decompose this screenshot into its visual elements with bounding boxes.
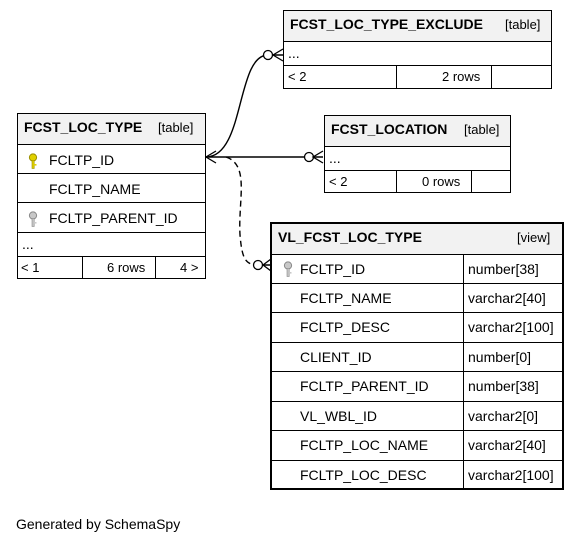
footer-divider	[82, 257, 83, 278]
table-fcst-loc-type[interactable]: FCST_LOC_TYPE [table] FCLTP_ID FCLTP_NAM…	[17, 113, 206, 279]
crowfoot-marker	[311, 150, 324, 164]
relationship-line-view	[225, 156, 271, 266]
table-name: FCST_LOCATION	[331, 121, 448, 137]
table-name: FCST_LOC_TYPE_EXCLUDE	[290, 16, 483, 32]
footer-divider	[396, 66, 397, 88]
column-name: CLIENT_ID	[300, 349, 372, 365]
table-header: FCST_LOCATION [table]	[325, 116, 510, 146]
column-row[interactable]: FCLTP_PARENT_ID	[18, 202, 205, 232]
column-row[interactable]: FCLTP_LOC_DESC varchar2[100]	[272, 460, 562, 488]
page-label[interactable]: < 2	[329, 174, 348, 189]
column-name: FCLTP_LOC_DESC	[300, 467, 427, 483]
relationship-line-exclude	[205, 54, 283, 158]
table-kind: [table]	[505, 17, 541, 32]
column-name: FCLTP_NAME	[300, 290, 392, 306]
table-kind: [table]	[464, 122, 500, 137]
column-name: FCLTP_ID	[49, 152, 115, 168]
page-prev[interactable]: < 1	[21, 260, 40, 275]
footer-divider	[471, 171, 472, 192]
crowfoot-marker	[271, 48, 284, 62]
column-name: FCLTP_PARENT_ID	[300, 378, 429, 394]
view-header: VL_FCST_LOC_TYPE [view]	[272, 224, 562, 254]
column-type: varchar2[40]	[468, 437, 546, 453]
column-row[interactable]: FCLTP_ID number[38]	[272, 254, 562, 283]
foreign-key-icon	[283, 261, 293, 277]
column-divider	[463, 284, 464, 312]
page-label[interactable]: < 2	[288, 69, 307, 84]
column-divider	[463, 402, 464, 430]
more-columns: ...	[18, 232, 205, 256]
column-type: varchar2[100]	[468, 467, 554, 483]
column-divider	[463, 431, 464, 460]
column-type: varchar2[0]	[468, 408, 539, 424]
more-label: ...	[329, 150, 341, 166]
column-divider	[463, 313, 464, 342]
column-name: FCLTP_NAME	[49, 181, 141, 197]
column-name: FCLTP_LOC_NAME	[300, 437, 429, 453]
column-name: FCLTP_ID	[300, 261, 366, 277]
column-divider	[463, 343, 464, 371]
column-row[interactable]: FCLTP_NAME	[18, 173, 205, 202]
row-count: 6 rows	[107, 260, 146, 275]
footer-divider	[396, 171, 397, 192]
row-count: 2 rows	[442, 69, 481, 84]
generator-credit: Generated by SchemaSpy	[16, 516, 181, 532]
table-footer: < 2 2 rows	[284, 65, 551, 88]
column-type: number[0]	[468, 349, 532, 365]
column-name: VL_WBL_ID	[300, 408, 378, 424]
table-footer: < 1 6 rows 4 >	[18, 256, 205, 278]
column-row[interactable]: FCLTP_ID	[18, 144, 205, 173]
table-header: FCST_LOC_TYPE_EXCLUDE [table]	[284, 11, 551, 41]
column-divider	[463, 255, 464, 283]
foreign-key-icon	[28, 211, 38, 227]
more-label: ...	[22, 236, 34, 252]
table-kind: [table]	[158, 120, 194, 135]
column-row[interactable]: FCLTP_DESC varchar2[100]	[272, 312, 562, 342]
view-vl-fcst-loc-type[interactable]: VL_FCST_LOC_TYPE [view] FCLTP_ID number[…	[270, 222, 564, 490]
more-label: ...	[288, 45, 300, 61]
column-type: number[38]	[468, 378, 539, 394]
table-header: FCST_LOC_TYPE [table]	[18, 114, 205, 144]
link-circle	[252, 259, 264, 271]
view-kind: [view]	[517, 230, 551, 245]
crowfoot-marker	[261, 258, 272, 272]
view-name: VL_FCST_LOC_TYPE	[278, 229, 422, 245]
more-columns: ...	[284, 41, 551, 65]
primary-key-icon	[28, 153, 38, 169]
column-type: number[38]	[468, 261, 539, 277]
table-fcst-location[interactable]: FCST_LOCATION [table] ... < 2 0 rows	[324, 115, 511, 193]
column-divider	[463, 461, 464, 488]
column-row[interactable]: FCLTP_LOC_NAME varchar2[40]	[272, 430, 562, 460]
footer-divider	[155, 257, 156, 278]
column-divider	[463, 372, 464, 401]
page-next[interactable]: 4 >	[180, 260, 199, 275]
column-type: varchar2[100]	[468, 319, 554, 335]
column-type: varchar2[40]	[468, 290, 546, 306]
column-row[interactable]: FCLTP_NAME varchar2[40]	[272, 283, 562, 312]
row-count: 0 rows	[422, 174, 461, 189]
footer-divider	[491, 66, 492, 88]
table-name: FCST_LOC_TYPE	[24, 119, 143, 135]
table-fcst-loc-type-exclude[interactable]: FCST_LOC_TYPE_EXCLUDE [table] ... < 2 2 …	[283, 10, 552, 89]
column-row[interactable]: CLIENT_ID number[0]	[272, 342, 562, 371]
crowfoot-marker	[204, 150, 217, 164]
link-circle	[262, 49, 274, 61]
more-columns: ...	[325, 146, 510, 170]
column-row[interactable]: VL_WBL_ID varchar2[0]	[272, 401, 562, 430]
column-row[interactable]: FCLTP_PARENT_ID number[38]	[272, 371, 562, 401]
table-footer: < 2 0 rows	[325, 170, 510, 192]
column-name: FCLTP_DESC	[300, 319, 390, 335]
column-name: FCLTP_PARENT_ID	[49, 210, 178, 226]
